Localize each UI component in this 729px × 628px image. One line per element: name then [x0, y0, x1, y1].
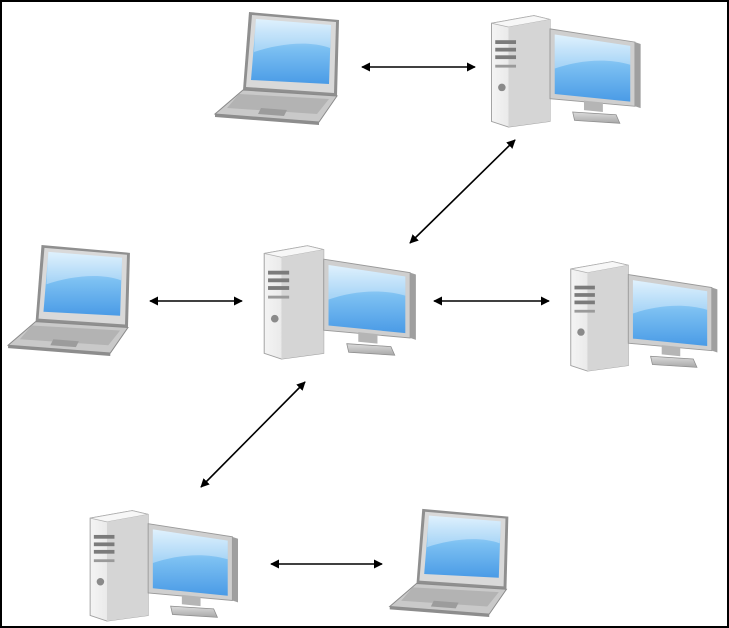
- desktop-computer-icon: [490, 15, 642, 128]
- laptop-icon: [7, 244, 131, 356]
- laptop-icon: [389, 508, 509, 617]
- desktop-computer-icon: [89, 510, 239, 622]
- arrow-desktop-center-to-desktop-bottom-left: [200, 381, 306, 488]
- arrow-desktop-top-right-to-desktop-center: [409, 139, 516, 244]
- desktop-computer-icon: [570, 261, 718, 372]
- connections: [149, 62, 550, 569]
- desktop-computer-icon: [263, 245, 417, 360]
- devices: [7, 11, 718, 622]
- laptop-icon: [214, 11, 340, 125]
